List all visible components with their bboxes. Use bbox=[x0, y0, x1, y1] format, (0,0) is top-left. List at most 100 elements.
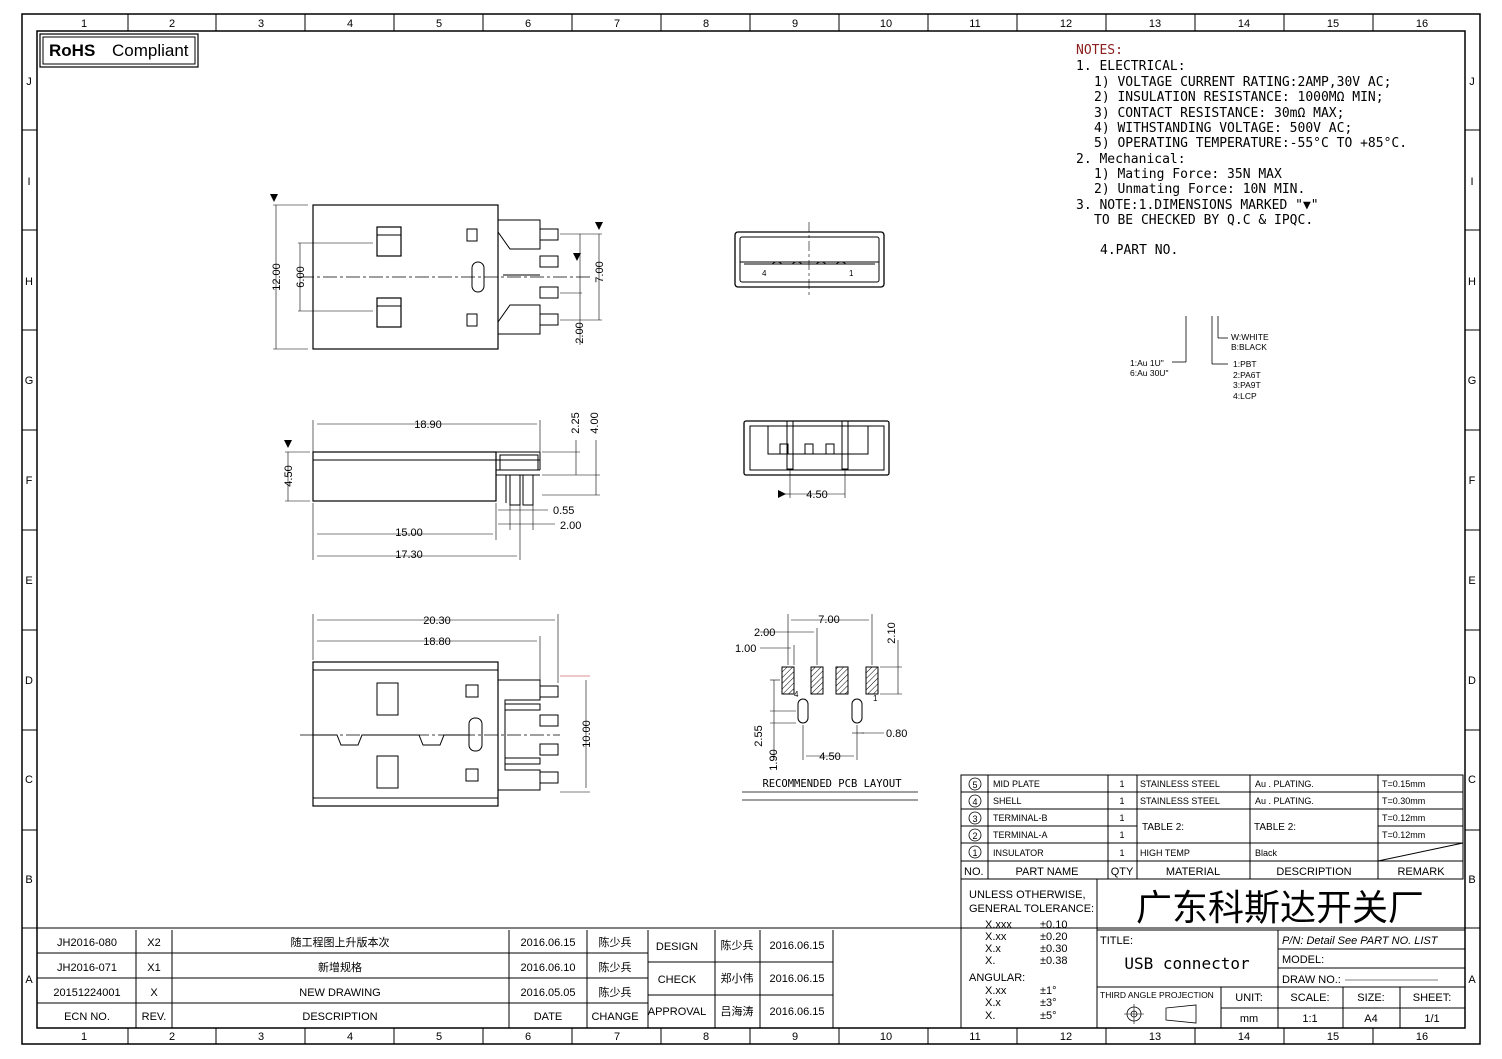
svg-text:4: 4 bbox=[972, 797, 977, 807]
svg-text:PART NAME: PART NAME bbox=[1016, 866, 1079, 878]
note-line: 4.PART NO. bbox=[1100, 243, 1178, 258]
row-label-right: A bbox=[1468, 974, 1476, 986]
col-label-bottom: 4 bbox=[347, 1031, 353, 1043]
note-line: 3) CONTACT RESISTANCE: 30mΩ MAX; bbox=[1094, 106, 1344, 121]
row-label: F bbox=[26, 475, 33, 487]
revision-header: ECN NO. REV. DESCRIPTION DATE CHANGE bbox=[64, 1011, 638, 1023]
title-block bbox=[37, 879, 1465, 1028]
col-label: 1 bbox=[81, 18, 87, 30]
svg-text:TERMINAL-B: TERMINAL-B bbox=[993, 813, 1048, 823]
row-label-right: F bbox=[1469, 475, 1476, 487]
svg-text:NO.: NO. bbox=[964, 866, 984, 878]
notes-block: NOTES: 1. ELECTRICAL: 1) VOLTAGE CURRENT… bbox=[1076, 43, 1407, 258]
svg-text:±1°: ±1° bbox=[1040, 985, 1057, 997]
row-label-right: J bbox=[1469, 76, 1475, 88]
col-label: 2 bbox=[169, 18, 175, 30]
svg-text:1: 1 bbox=[1119, 796, 1124, 806]
svg-text:JH2016-080: JH2016-080 bbox=[57, 937, 117, 949]
col-label-bottom: 10 bbox=[880, 1031, 892, 1043]
rohs-text: Compliant bbox=[112, 41, 189, 60]
pin-label: 1 bbox=[873, 694, 878, 703]
svg-text:X.x: X.x bbox=[985, 997, 1001, 1009]
svg-text:陈少兵: 陈少兵 bbox=[721, 938, 754, 952]
row-label-right: B bbox=[1468, 874, 1475, 886]
dim-label: 2.00 bbox=[574, 322, 586, 343]
dim-label: 18.90 bbox=[414, 419, 442, 431]
col-label-bottom: 14 bbox=[1238, 1031, 1250, 1043]
dim-label: 4.00 bbox=[589, 412, 601, 433]
svg-text:REMARK: REMARK bbox=[1397, 866, 1445, 878]
rohs-badge: RoHS Compliant bbox=[39, 33, 199, 68]
svg-text:T=0.12mm: T=0.12mm bbox=[1382, 813, 1425, 823]
bom-table bbox=[960, 774, 1464, 880]
svg-text:2: 2 bbox=[972, 831, 977, 841]
partno-material: 4:LCP bbox=[1233, 391, 1257, 401]
svg-text:JH2016-071: JH2016-071 bbox=[57, 962, 117, 974]
col-label-bottom: 12 bbox=[1060, 1031, 1072, 1043]
svg-text:吕海涛: 吕海涛 bbox=[721, 1004, 754, 1018]
pin-label: 1 bbox=[849, 269, 854, 278]
svg-text:±0.30: ±0.30 bbox=[1040, 943, 1067, 955]
col-label-bottom: 8 bbox=[703, 1031, 709, 1043]
row-label-right: D bbox=[1468, 675, 1476, 687]
dim-label: 20.30 bbox=[423, 615, 451, 627]
col-label: 7 bbox=[614, 18, 620, 30]
svg-text:1: 1 bbox=[1119, 813, 1124, 823]
col-label: 5 bbox=[436, 18, 442, 30]
approval-row: CHECK 郑小伟 2016.06.15 bbox=[658, 971, 825, 986]
bom-row: 3 TERMINAL-B 1 T=0.12mm bbox=[968, 811, 1425, 825]
table2-desc: TABLE 2: bbox=[1254, 822, 1296, 833]
svg-text:STAINLESS STEEL: STAINLESS STEEL bbox=[1140, 796, 1220, 806]
svg-text:2016.06.15: 2016.06.15 bbox=[520, 937, 575, 949]
rohs-bold: RoHS bbox=[49, 41, 95, 60]
svg-text:1: 1 bbox=[972, 848, 977, 858]
pcb-caption: RECOMMENDED PCB LAYOUT bbox=[762, 778, 902, 790]
unit-label: UNIT: bbox=[1235, 992, 1263, 1004]
note-line: 2) Unmating Force: 10N MIN. bbox=[1094, 182, 1305, 197]
svg-text:2016.06.10: 2016.06.10 bbox=[520, 962, 575, 974]
svg-text:2016.06.15: 2016.06.15 bbox=[769, 1006, 824, 1018]
row-label: E bbox=[25, 575, 32, 587]
partno-plating: 6:Au 30U" bbox=[1130, 368, 1168, 378]
svg-text:X.: X. bbox=[985, 1010, 995, 1022]
size-value: A4 bbox=[1364, 1013, 1377, 1025]
svg-text:HIGH TEMP: HIGH TEMP bbox=[1140, 848, 1190, 858]
svg-text:DESIGN: DESIGN bbox=[656, 941, 698, 953]
bom-row: 5 MID PLATE 1 STAINLESS STEEL Au . PLATI… bbox=[968, 777, 1425, 791]
note-line: 1) Mating Force: 35N MAX bbox=[1094, 167, 1282, 182]
svg-text:Black: Black bbox=[1255, 848, 1278, 858]
svg-text:INSULATOR: INSULATOR bbox=[993, 848, 1044, 858]
partno-material: 1:PBT bbox=[1233, 359, 1257, 369]
row-label-right: I bbox=[1470, 176, 1473, 188]
svg-text:ECN NO.: ECN NO. bbox=[64, 1011, 110, 1023]
col-label-bottom: 5 bbox=[436, 1031, 442, 1043]
row-label: I bbox=[27, 176, 30, 188]
col-label: 16 bbox=[1416, 18, 1428, 30]
col-label-bottom: 2 bbox=[169, 1031, 175, 1043]
svg-text:X.xx: X.xx bbox=[985, 931, 1007, 943]
front-view bbox=[734, 222, 885, 298]
col-label: 3 bbox=[258, 18, 264, 30]
bom-header: NO. PART NAME QTY MATERIAL DESCRIPTION R… bbox=[964, 866, 1445, 878]
col-label: 4 bbox=[347, 18, 353, 30]
scale-label: SCALE: bbox=[1290, 992, 1329, 1004]
col-label-bottom: 15 bbox=[1327, 1031, 1339, 1043]
dim-label: 15.00 bbox=[395, 527, 423, 539]
dim-label: 2.00 bbox=[754, 627, 775, 639]
check-mark-icon bbox=[573, 253, 581, 261]
table2-material: TABLE 2: bbox=[1142, 822, 1184, 833]
row-label: A bbox=[25, 974, 33, 986]
partno-color: B:BLACK bbox=[1231, 342, 1267, 352]
col-label-bottom: 9 bbox=[792, 1031, 798, 1043]
svg-text:陈少兵: 陈少兵 bbox=[599, 960, 632, 974]
svg-text:GENERAL TOLERANCE:: GENERAL TOLERANCE: bbox=[969, 903, 1094, 915]
svg-text:DESCRIPTION: DESCRIPTION bbox=[302, 1011, 377, 1023]
svg-text:TERMINAL-A: TERMINAL-A bbox=[993, 830, 1048, 840]
svg-text:20151224001: 20151224001 bbox=[53, 987, 120, 999]
top-view bbox=[273, 204, 602, 350]
col-label: 13 bbox=[1149, 18, 1161, 30]
partno-leaders bbox=[1172, 316, 1228, 365]
partno-plating: 1:Au 1U" bbox=[1130, 358, 1164, 368]
note-line: 1. ELECTRICAL: bbox=[1076, 59, 1186, 74]
